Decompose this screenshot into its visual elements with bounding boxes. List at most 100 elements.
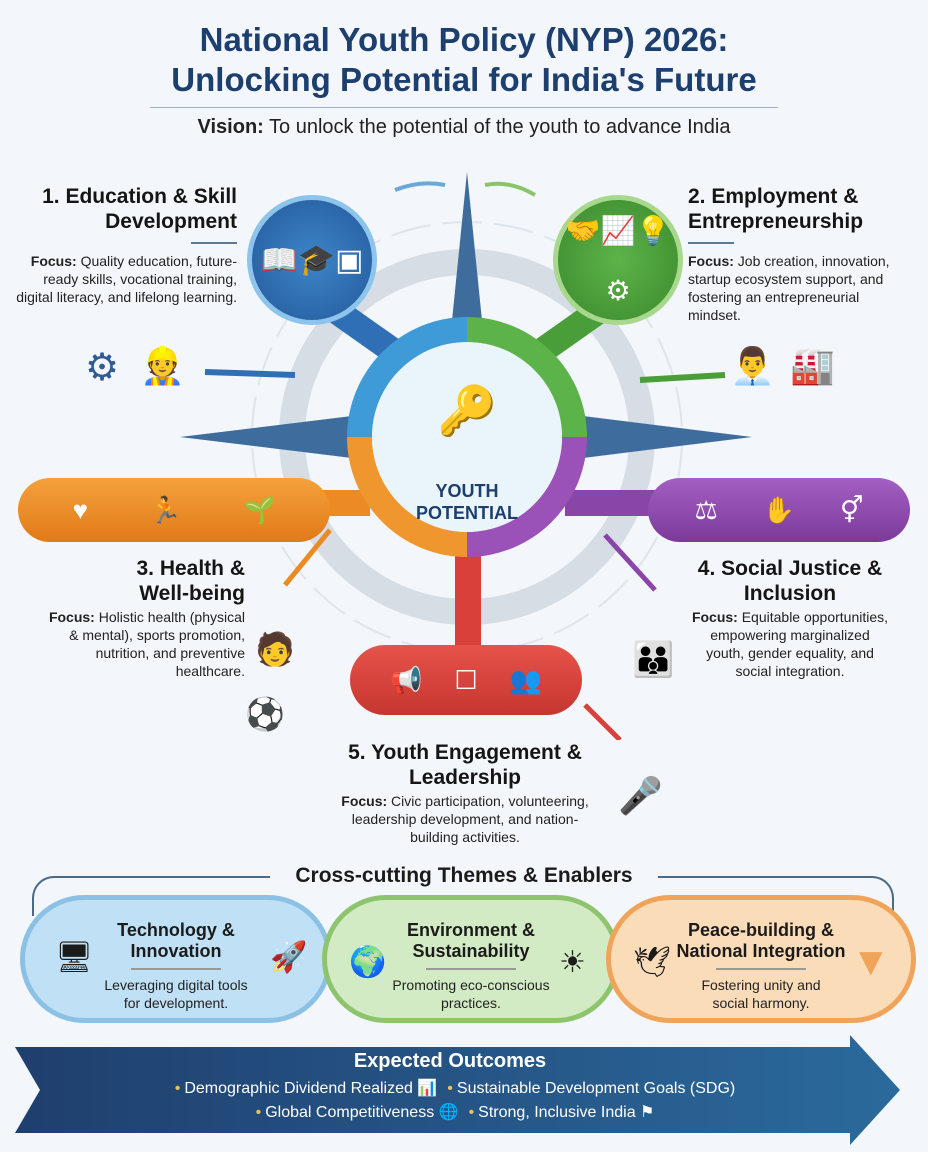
pillar-title: 5. Youth Engagement & Leadership	[348, 741, 582, 789]
title-divider	[150, 107, 778, 108]
plant-icon: 🌱	[242, 494, 276, 525]
title-line-2: Unlocking Potential for India's Future	[171, 61, 757, 98]
graduation-cap-icon: 🎓	[297, 243, 336, 277]
compass-point-west	[180, 415, 360, 459]
pillar-social: 4. Social Justice & Inclusion Focus: Equ…	[690, 556, 890, 680]
theme-environment: Environment & Sustainability Promoting e…	[322, 895, 620, 1023]
youth-icon: 🧑	[255, 631, 295, 667]
outcomes-content: Expected Outcomes •Demographic Dividend …	[15, 1050, 885, 1125]
arrow-employment	[639, 372, 726, 383]
pillar-education: 1. Education & Skill Development Focus: …	[15, 184, 237, 306]
vision-statement: Vision: To unlock the potential of the y…	[0, 116, 928, 139]
growth-chart-icon: 📈	[600, 214, 636, 246]
megaphone-icon: 📢	[389, 664, 423, 695]
gender-icon: ⚥	[840, 494, 864, 525]
theme-technology: Technology & Innovation Leveraging digit…	[20, 895, 332, 1023]
pillar-title: 4. Social Justice & Inclusion	[697, 557, 883, 605]
meeting-icon: 👥	[509, 664, 542, 695]
focus-label: Focus:	[30, 253, 77, 269]
focus-text: Holistic health (physical & mental), spo…	[69, 609, 245, 679]
scales-icon: ⚖	[694, 494, 718, 525]
pillar-focus: Focus: Civic participation, volunteering…	[330, 792, 600, 846]
focus-text: Quality education, future-ready skills, …	[16, 253, 237, 305]
outcome-item: Demographic Dividend Realized	[184, 1080, 413, 1097]
theme-desc: Leveraging digital tools for development…	[104, 977, 248, 1011]
pillar-employment: 2. Employment & Entrepreneurship Focus: …	[688, 184, 893, 324]
focus-text: Equitable opportunities, empowering marg…	[706, 609, 889, 679]
theme-title: Technology & Innovation	[117, 920, 235, 961]
joined-hands-icon: ✋	[762, 494, 796, 525]
arrow-social	[603, 533, 657, 592]
arrow-engagement	[583, 703, 622, 740]
solar-panel-icon: ☀	[559, 946, 586, 979]
speaker-podium-icon: 🎤	[618, 775, 663, 816]
employment-icon-circle: 🤝📈💡⚙	[553, 195, 683, 325]
divider	[131, 968, 221, 970]
outcomes-arrow	[15, 1035, 900, 1145]
focus-text: Job creation, innovation, startup ecosys…	[688, 253, 890, 323]
handshake-icon: 🤝	[565, 214, 601, 246]
outcome-item: Global Competitiveness	[265, 1104, 435, 1121]
arrow-health	[283, 528, 332, 587]
bar-chart-icon: 📊	[417, 1080, 438, 1097]
health-icon-pill: ♥ 🏃 🌱	[18, 478, 330, 542]
social-icon-pill: ⚖ ✋ ⚥	[648, 478, 910, 542]
center-disc	[372, 342, 562, 532]
lightbulb-icon: 💡	[635, 214, 671, 246]
gear-cap-icon: ⚙	[85, 347, 120, 389]
gear-icon: ⚙	[605, 274, 631, 306]
ballot-box-icon: ☐	[454, 664, 478, 695]
focus-label: Focus:	[48, 609, 95, 625]
pillar-focus: Focus: Job creation, innovation, startup…	[688, 252, 893, 324]
golden-key-icon: 🔑	[437, 384, 497, 438]
heartbeat-icon: ♥	[72, 494, 89, 525]
engagement-icon-pill: 📢 ☐ 👥	[350, 645, 582, 715]
stem-engagement	[455, 550, 481, 650]
outcome-item: Sustainable Development Goals (SDG)	[456, 1080, 736, 1097]
ring-orange	[347, 437, 467, 557]
pillar-title: 1. Education & Skill Development	[42, 185, 237, 233]
globe-icon: 🌐	[438, 1104, 459, 1121]
vision-text: To unlock the potential of the youth to …	[263, 116, 731, 138]
community-group-icon: 👪	[632, 641, 675, 679]
theme-title: Environment & Sustainability	[406, 920, 535, 961]
theme-desc: Promoting eco-conscious practices.	[392, 977, 550, 1011]
themes-heading: Cross-cutting Themes & Enablers	[270, 864, 658, 888]
theme-title: Peace-building & National Integration	[676, 920, 846, 961]
arrow-education	[204, 369, 296, 378]
focus-label: Focus:	[691, 609, 738, 625]
education-icon-circle: 📖🎓▣	[247, 195, 377, 325]
compass-point-east	[575, 415, 752, 459]
dove-icon: 🕊	[633, 946, 672, 979]
title-line-1: National Youth Policy (NYP) 2026:	[199, 21, 729, 58]
theme-peace: Peace-building & National Integration Fo…	[606, 895, 916, 1023]
focus-label: Focus:	[341, 793, 388, 809]
sports-team-icon: ⚽	[245, 696, 285, 732]
divider	[426, 968, 516, 970]
pillar-focus: Focus: Equitable opportunities, empoweri…	[690, 608, 890, 680]
outcomes-row-2: •Global Competitiveness 🌐•Strong, Inclus…	[255, 1104, 655, 1121]
network-devices-icon: 🖥	[55, 941, 94, 974]
pillar-title: 2. Employment & Entrepreneurship	[688, 185, 864, 233]
vision-label: Vision:	[197, 116, 264, 138]
center-label-line1: YOUTH	[435, 481, 499, 501]
book-icon: 📖	[260, 243, 298, 277]
pillar-focus: Focus: Holistic health (physical & menta…	[40, 608, 245, 680]
flag-icon: ⚑	[640, 1104, 655, 1121]
focus-text: Civic participation, volunteering, leade…	[351, 793, 589, 845]
pillar-title: 3. Health & Well-being	[136, 557, 245, 605]
runner-icon: 🏃	[149, 494, 182, 525]
outcomes-row-1: •Demographic Dividend Realized 📊•Sustain…	[174, 1080, 736, 1097]
pillar-engagement: 5. Youth Engagement & Leadership Focus: …	[330, 740, 600, 846]
pillar-health: 3. Health & Well-being Focus: Holistic h…	[40, 556, 245, 680]
divider	[688, 242, 734, 244]
technician-icon: 👷	[140, 345, 185, 386]
ring-purple	[467, 437, 587, 557]
rocket-icon: 🚀	[270, 941, 308, 974]
ring-blue	[347, 317, 467, 437]
outcomes-heading: Expected Outcomes	[353, 1050, 547, 1072]
center-label-line2: POTENTIAL	[416, 503, 518, 523]
outcome-item: Strong, Inclusive India	[478, 1104, 636, 1121]
focus-label: Focus:	[688, 253, 734, 269]
